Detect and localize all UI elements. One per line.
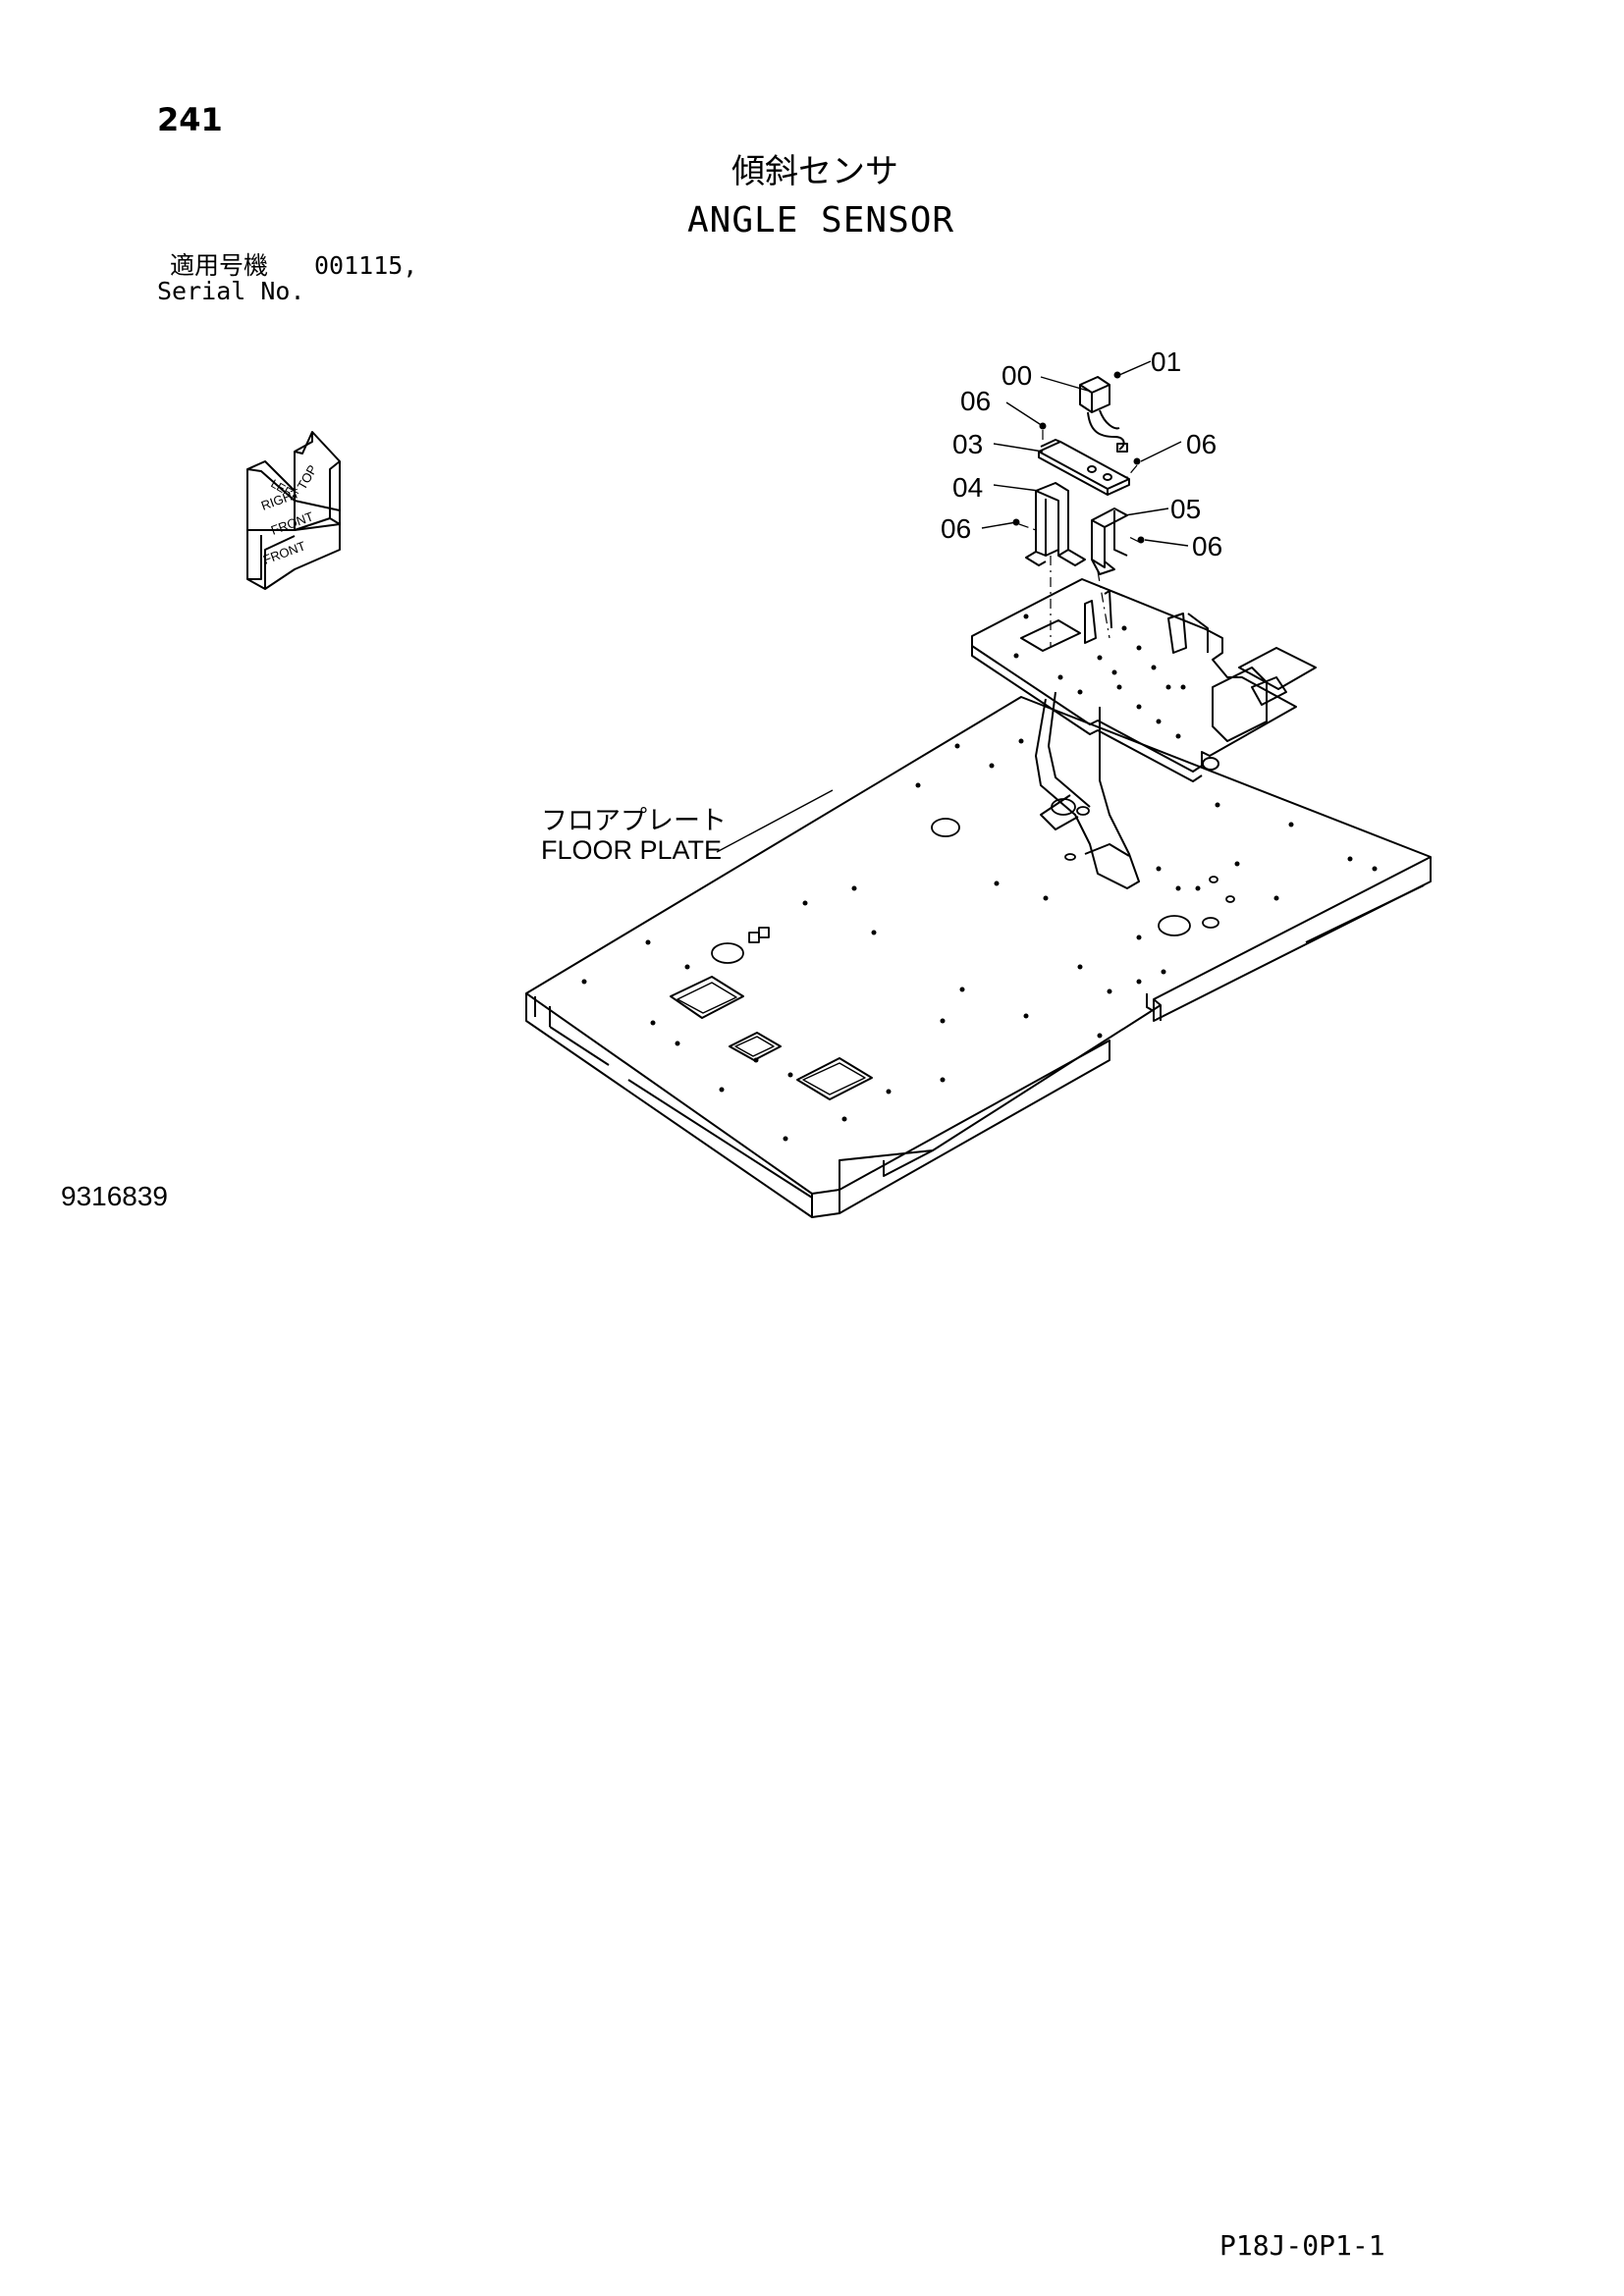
serial-label-english: Serial No.	[157, 277, 305, 305]
orientation-indicator: TOP RIGHT FRONT FRONT LEFT	[246, 431, 341, 590]
serial-value: 001115,	[314, 251, 418, 280]
callout-05: 05	[1170, 494, 1201, 524]
callout-04: 04	[952, 472, 983, 503]
orientation-label-front-1: FRONT	[269, 508, 315, 537]
page-number: 241	[157, 101, 223, 138]
document-number: 9316839	[61, 1181, 169, 1211]
callout-06-top: 06	[960, 386, 991, 416]
floor-plate-label-japanese: フロアプレート	[541, 806, 727, 835]
callout-06-left: 06	[941, 513, 971, 544]
serial-label-japanese: 適用号機	[170, 251, 269, 280]
callout-00: 00	[1001, 360, 1032, 391]
title-english: ANGLE SENSOR	[687, 200, 955, 240]
callout-03: 03	[952, 429, 983, 459]
part-03-bracket	[1038, 439, 1130, 496]
title-japanese: 傾斜センサ	[731, 152, 898, 191]
callout-06-right-upper: 06	[1186, 429, 1217, 459]
floor-plate	[525, 696, 1432, 1218]
sensor-mount-frame	[971, 578, 1317, 782]
footer-code: P18J-0P1-1	[1219, 2229, 1385, 2262]
assembly-centerlines	[1018, 430, 1140, 648]
part-04-bracket	[1025, 482, 1086, 566]
leader-lines	[981, 360, 1189, 547]
callout-06-right-lower: 06	[1192, 531, 1222, 561]
part-00-angle-sensor	[1079, 376, 1128, 453]
orientation-label-top: TOP	[295, 462, 320, 492]
floor-plate-label-english: FLOOR PLATE	[541, 835, 722, 865]
orientation-label-front-2: FRONT	[261, 538, 307, 566]
part-06-screws	[1012, 371, 1145, 544]
part-05-bracket	[1091, 507, 1128, 575]
callout-01: 01	[1151, 347, 1181, 377]
cable-duct	[1035, 691, 1140, 889]
